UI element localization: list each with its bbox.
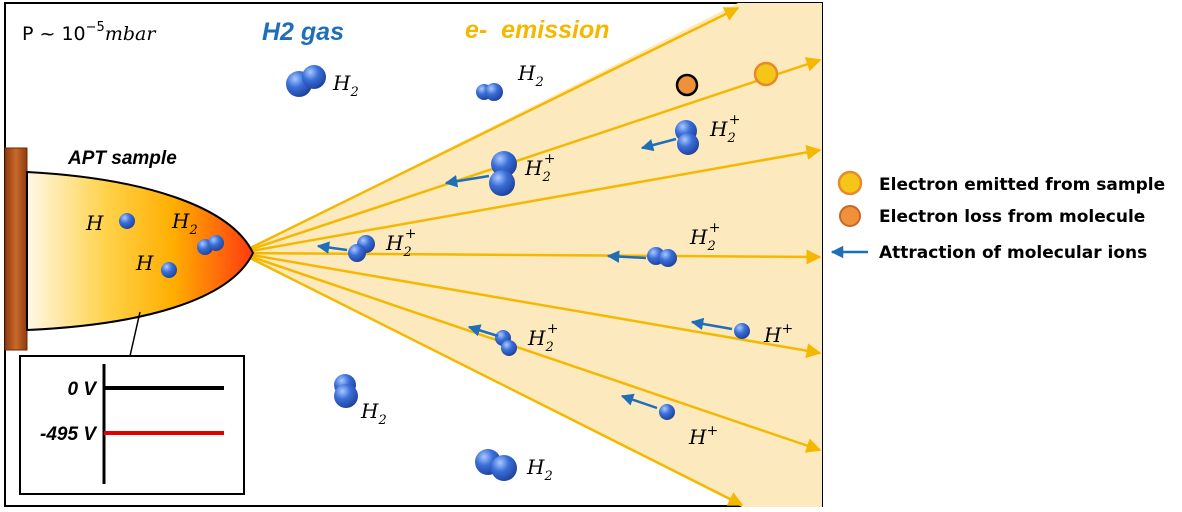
h-atom bbox=[119, 213, 135, 229]
voltage-box bbox=[19, 355, 245, 495]
emission-title: e- emission bbox=[465, 16, 610, 44]
h2plus-label: H2+ bbox=[689, 220, 720, 254]
sample-base bbox=[4, 147, 28, 351]
h2plus-ion bbox=[489, 151, 517, 196]
h2-label: H2 bbox=[517, 61, 544, 90]
lost-electron bbox=[675, 73, 699, 97]
h2plus-ion bbox=[675, 120, 699, 155]
h2-label: H2 bbox=[526, 455, 553, 484]
legend-attraction-label: Attraction of molecular ions bbox=[879, 243, 1147, 263]
h2plus-label: H2+ bbox=[527, 321, 558, 355]
pressure-prefix: P ~ bbox=[22, 23, 61, 45]
h2-molecule-atom bbox=[208, 235, 224, 251]
h2-molecule bbox=[476, 83, 503, 101]
beam-rays bbox=[239, 6, 822, 507]
h2-molecule bbox=[334, 374, 358, 408]
legend-emitted-label: Electron emitted from sample bbox=[879, 175, 1165, 195]
ion-arrow bbox=[444, 174, 490, 188]
sample-title: APT sample bbox=[67, 148, 177, 169]
zero-volt-label: 0 V bbox=[67, 379, 97, 400]
h2-label: H2 bbox=[332, 71, 359, 100]
hplus-ion bbox=[734, 323, 750, 339]
hplus-label: H+ bbox=[763, 321, 793, 347]
atom-h-label: H bbox=[135, 251, 154, 275]
hplus-label: H+ bbox=[688, 423, 718, 449]
ion-arrow bbox=[620, 393, 658, 410]
h2plus-label: H2+ bbox=[385, 226, 416, 260]
ion-arrow bbox=[316, 241, 348, 254]
h2plus-ion bbox=[495, 330, 517, 356]
atom-h-label: H bbox=[85, 211, 104, 235]
h2plus-ion bbox=[647, 247, 677, 267]
emitted-electron bbox=[753, 61, 779, 87]
pressure-unit: mbar bbox=[105, 23, 158, 45]
hplus-ion bbox=[659, 404, 675, 420]
ion-arrow bbox=[606, 250, 647, 263]
h2plus-ion bbox=[348, 235, 375, 262]
ion-arrow bbox=[640, 137, 677, 152]
pressure-label: P ~ 10−5mbar bbox=[22, 20, 157, 45]
h2-molecule bbox=[475, 449, 517, 481]
legend-loss-icon bbox=[839, 205, 861, 227]
h-atom bbox=[161, 262, 177, 278]
legend-loss-label: Electron loss from molecule bbox=[879, 207, 1145, 227]
sample-tip bbox=[26, 170, 255, 332]
ion-arrow bbox=[690, 317, 733, 331]
neg-volt-label: -495 V bbox=[40, 424, 97, 445]
connector-line bbox=[129, 311, 141, 357]
h2plus-label: H2+ bbox=[709, 112, 740, 146]
gas-title: H2 gas bbox=[262, 18, 344, 46]
h2plus-label: H2+ bbox=[524, 151, 555, 185]
ion-arrow bbox=[467, 324, 499, 338]
legend-emitted-icon bbox=[837, 170, 863, 196]
legend: Electron emitted from sample Electron lo… bbox=[830, 170, 1165, 263]
pressure-exponent: −5 bbox=[86, 20, 105, 35]
h2-molecule bbox=[286, 65, 326, 97]
atom-h2-label: H2 bbox=[171, 209, 198, 238]
h2-label: H2 bbox=[360, 399, 387, 428]
pressure-base: 10 bbox=[61, 23, 85, 45]
